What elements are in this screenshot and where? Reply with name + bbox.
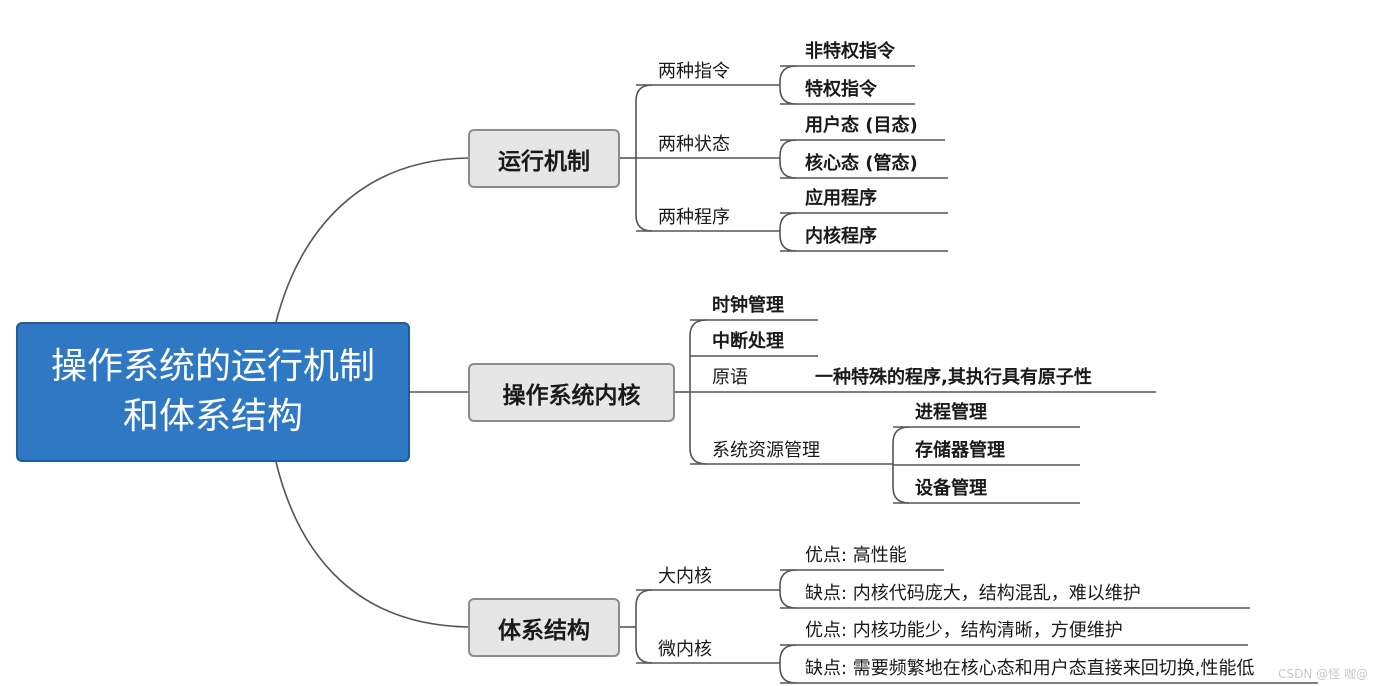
topic-device-management[interactable]: 设备管理 bbox=[915, 478, 987, 499]
topic-privileged-instruction[interactable]: 特权指令 bbox=[805, 79, 877, 100]
root-topic[interactable]: 操作系统的运行机制和体系结构 bbox=[16, 322, 410, 462]
topic-memory-management[interactable]: 存储器管理 bbox=[915, 440, 1005, 461]
branch-os-kernel[interactable]: 操作系统内核 bbox=[468, 363, 675, 422]
topic-application-program[interactable]: 应用程序 bbox=[805, 188, 877, 209]
watermark: CSDN @怪 咖@ bbox=[1278, 667, 1368, 681]
topic-kernel-mode[interactable]: 核心态 (管态) bbox=[805, 153, 918, 174]
topic-two-instructions[interactable]: 两种指令 bbox=[658, 61, 730, 82]
topic-user-mode[interactable]: 用户态 (目态) bbox=[805, 115, 918, 136]
micro-kernel-advantage[interactable]: 优点: 内核功能少，结构清晰，方便维护 bbox=[805, 620, 1123, 641]
topic-clock-management[interactable]: 时钟管理 bbox=[712, 295, 784, 316]
topic-macro-kernel[interactable]: 大内核 bbox=[658, 566, 712, 587]
macro-kernel-advantage[interactable]: 优点: 高性能 bbox=[805, 545, 907, 566]
topic-kernel-program[interactable]: 内核程序 bbox=[805, 226, 877, 247]
macro-kernel-disadvantage[interactable]: 缺点: 内核代码庞大，结构混乱，难以维护 bbox=[805, 583, 1141, 604]
branch-run-mechanism[interactable]: 运行机制 bbox=[468, 129, 620, 188]
topic-two-states[interactable]: 两种状态 bbox=[658, 134, 730, 155]
primitive-description[interactable]: 一种特殊的程序,其执行具有原子性 bbox=[815, 367, 1092, 388]
topic-interrupt-handling[interactable]: 中断处理 bbox=[712, 331, 784, 352]
topic-resource-management[interactable]: 系统资源管理 bbox=[712, 440, 820, 461]
micro-kernel-disadvantage[interactable]: 缺点: 需要频繁地在核心态和用户态直接来回切换,性能低 bbox=[805, 658, 1255, 679]
topic-two-programs[interactable]: 两种程序 bbox=[658, 207, 730, 228]
topic-primitive[interactable]: 原语 bbox=[712, 367, 748, 388]
topic-micro-kernel[interactable]: 微内核 bbox=[658, 639, 712, 660]
topic-process-management[interactable]: 进程管理 bbox=[915, 402, 987, 423]
branch-architecture[interactable]: 体系结构 bbox=[468, 598, 620, 657]
topic-non-privileged-instruction[interactable]: 非特权指令 bbox=[805, 41, 895, 62]
